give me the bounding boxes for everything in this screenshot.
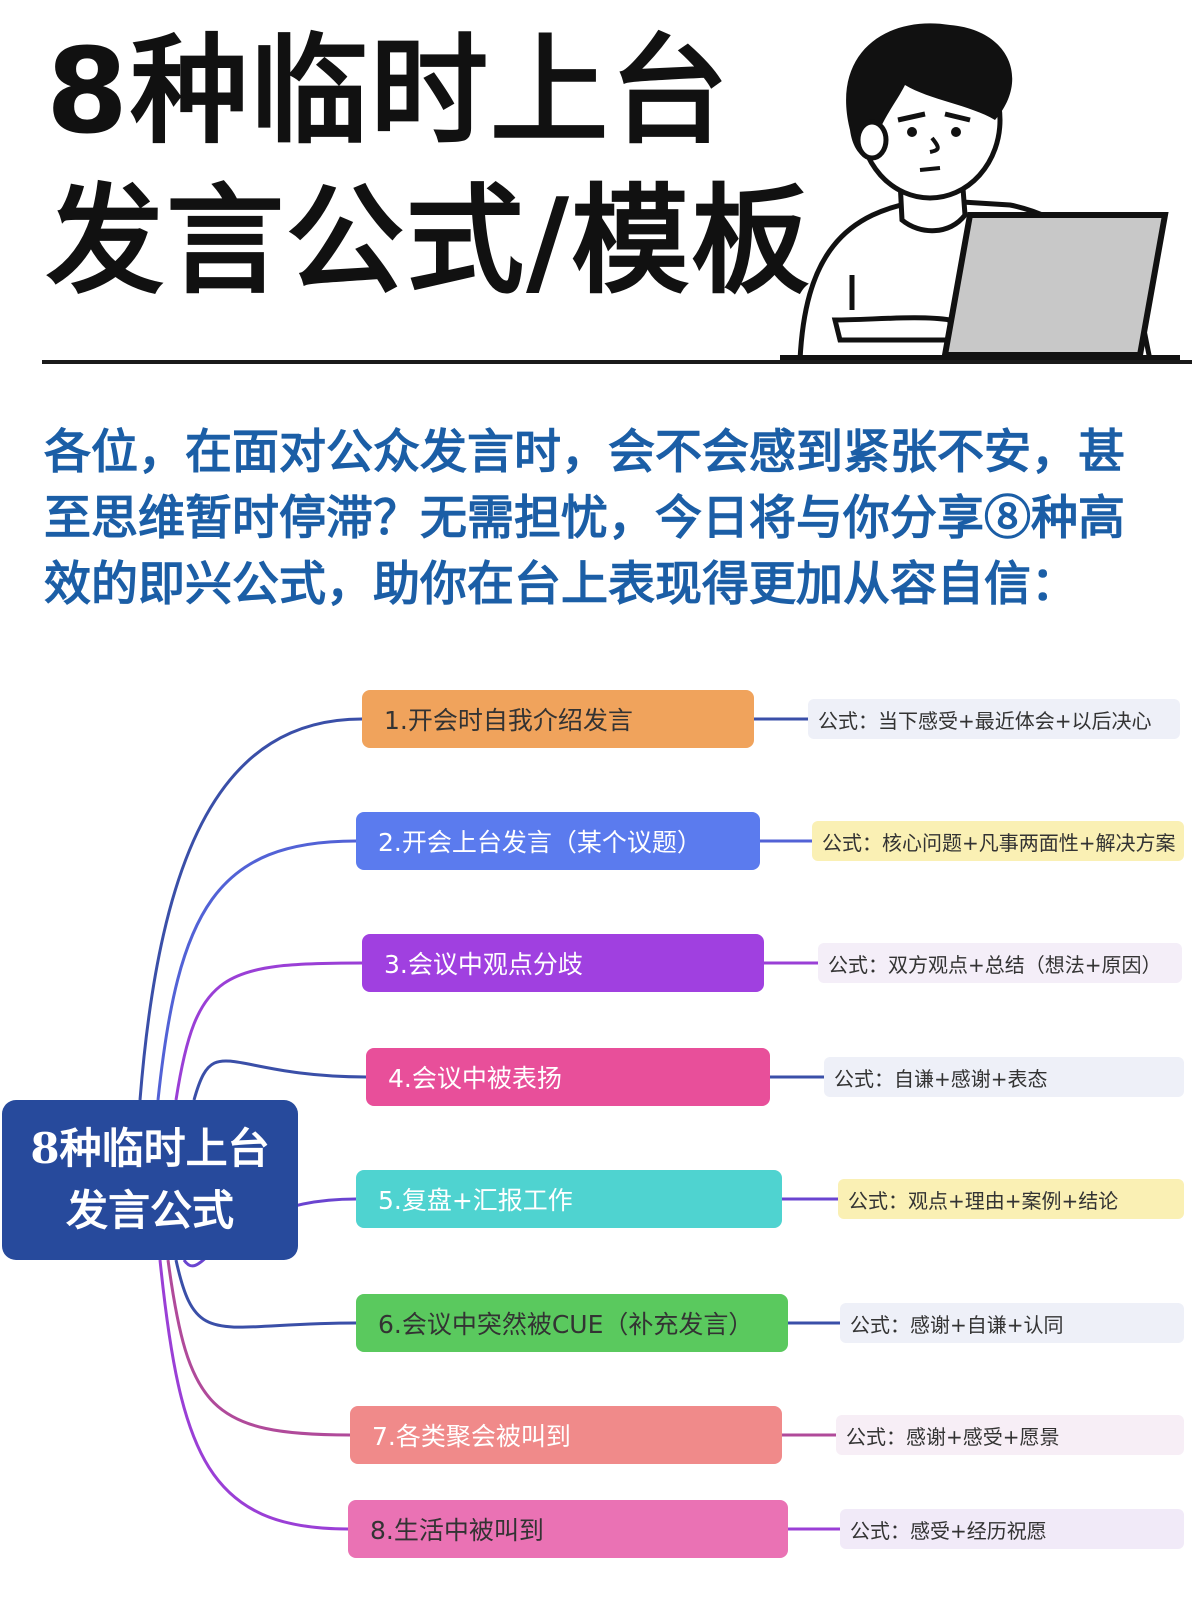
formula-1: 公式：当下感受+最近体会+以后决心	[808, 699, 1180, 739]
right-eye	[951, 127, 961, 137]
mindmap-root: 8种临时上台 发言公式	[2, 1100, 298, 1260]
left-eye	[907, 127, 917, 137]
person-hair	[846, 23, 1013, 160]
formula-7: 公式：感谢+感受+愿景	[836, 1415, 1184, 1455]
branch-4: 4.会议中被表扬	[366, 1048, 770, 1106]
intro-line: 效的即兴公式，助你在台上表现得更加从容自信：	[44, 557, 1078, 612]
nose	[929, 136, 940, 154]
formula-6: 公式：感谢+自谦+认同	[840, 1303, 1184, 1343]
person-ear	[855, 119, 889, 161]
connector-root-to-branch-2	[156, 839, 357, 1101]
intro-line: 至思维暂时停滞？无需担忧，今日将与你分享⑧种高	[44, 491, 1125, 546]
branch-3: 3.会议中观点分歧	[362, 934, 764, 992]
branch-1: 1.开会时自我介绍发言	[362, 690, 754, 748]
formula-3: 公式：双方观点+总结（想法+原因）	[818, 943, 1182, 983]
formula-2: 公式：核心问题+凡事两面性+解决方案	[812, 821, 1184, 861]
intro-paragraph: 各位，在面对公众发言时，会不会感到紧张不安，甚 至思维暂时停滞？无需担忧，今日将…	[44, 420, 1164, 618]
page-title-line1: 8种临时上台	[46, 22, 731, 160]
branch-8: 8.生活中被叫到	[348, 1500, 788, 1558]
intro-line: 各位，在面对公众发言时，会不会感到紧张不安，甚	[44, 425, 1125, 480]
branch-6: 6.会议中突然被CUE（补充发言）	[356, 1294, 788, 1352]
connector-root-to-branch-4	[192, 1059, 367, 1101]
root-label-line1: 8种临时上台	[30, 1124, 270, 1173]
connector-root-to-branch-7	[166, 1259, 351, 1437]
mouth	[919, 166, 941, 172]
branch-5: 5.复盘+汇报工作	[356, 1170, 782, 1228]
right-eyebrow	[944, 111, 971, 123]
page-title-line2: 发言公式/模板	[46, 172, 812, 310]
root-label-line2: 发言公式	[65, 1186, 234, 1235]
left-eyebrow	[897, 111, 926, 123]
formula-8: 公式：感受+经历祝愿	[840, 1509, 1184, 1549]
formula-4: 公式：自谦+感谢+表态	[824, 1057, 1184, 1097]
person-at-laptop-illustration	[780, 23, 1180, 363]
connector-root-to-branch-3	[174, 961, 363, 1101]
connector-root-to-branch-8	[158, 1259, 349, 1531]
connector-root-to-branch-6	[174, 1259, 357, 1329]
title-divider	[42, 360, 1192, 364]
branch-7: 7.各类聚会被叫到	[350, 1406, 782, 1464]
formula-5: 公式：观点+理由+案例+结论	[838, 1179, 1184, 1219]
branch-2: 2.开会上台发言（某个议题）	[356, 812, 760, 870]
connector-root-to-branch-1	[138, 717, 363, 1101]
